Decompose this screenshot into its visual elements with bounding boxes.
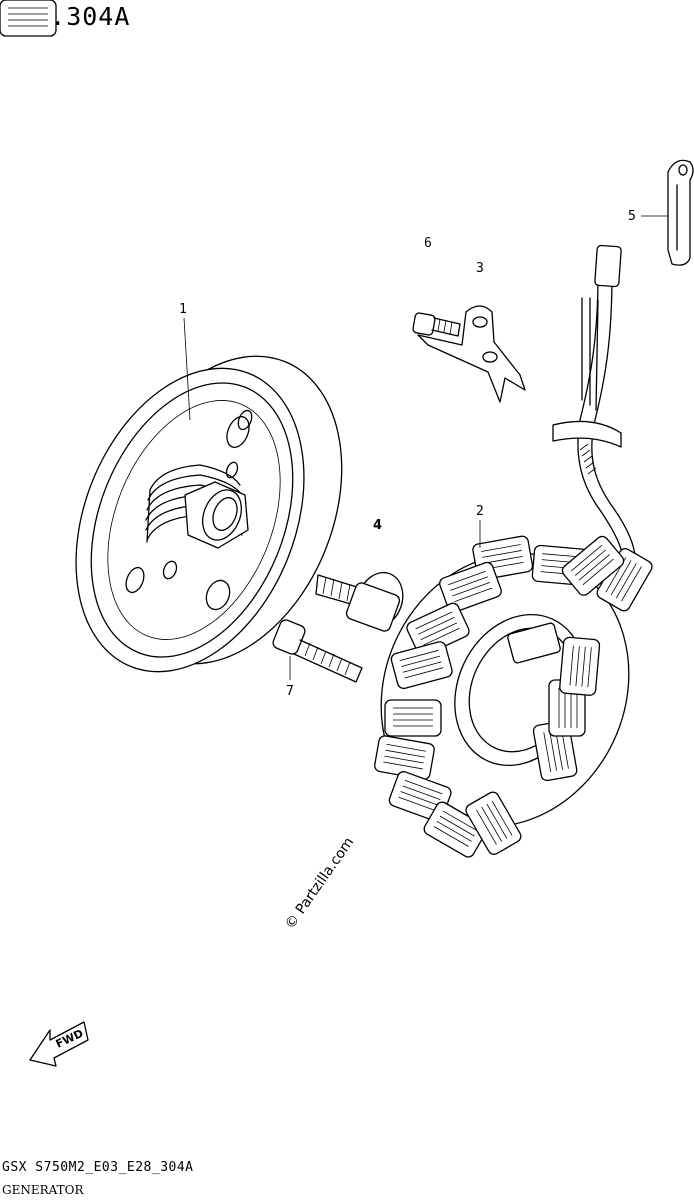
bolt-icon[interactable] <box>412 312 461 337</box>
bolt-icon[interactable] <box>271 618 363 683</box>
bracket-icon[interactable] <box>417 305 526 403</box>
callout-3: 3 <box>476 261 484 276</box>
callout-4: 4 <box>373 518 383 533</box>
watermark-text: © Partzilla.com <box>282 835 357 933</box>
figure-code: GSX S750M2_E03_E28_304A <box>2 1160 194 1175</box>
clamp-icon[interactable] <box>667 159 694 266</box>
callout-2: 2 <box>476 504 484 519</box>
fwd-arrow-icon: FWD <box>29 1021 89 1067</box>
flywheel-rotor-icon[interactable] <box>33 321 385 706</box>
bolt-icon[interactable] <box>315 566 410 634</box>
leader-line-1 <box>183 317 191 421</box>
callout-5: 5 <box>628 209 636 224</box>
callout-6: 6 <box>424 236 432 251</box>
callout-1: 1 <box>179 302 187 317</box>
figure-name: GENERATOR <box>2 1183 84 1197</box>
callout-7: 7 <box>286 684 294 699</box>
stator-coil-icon[interactable] <box>0 0 673 868</box>
